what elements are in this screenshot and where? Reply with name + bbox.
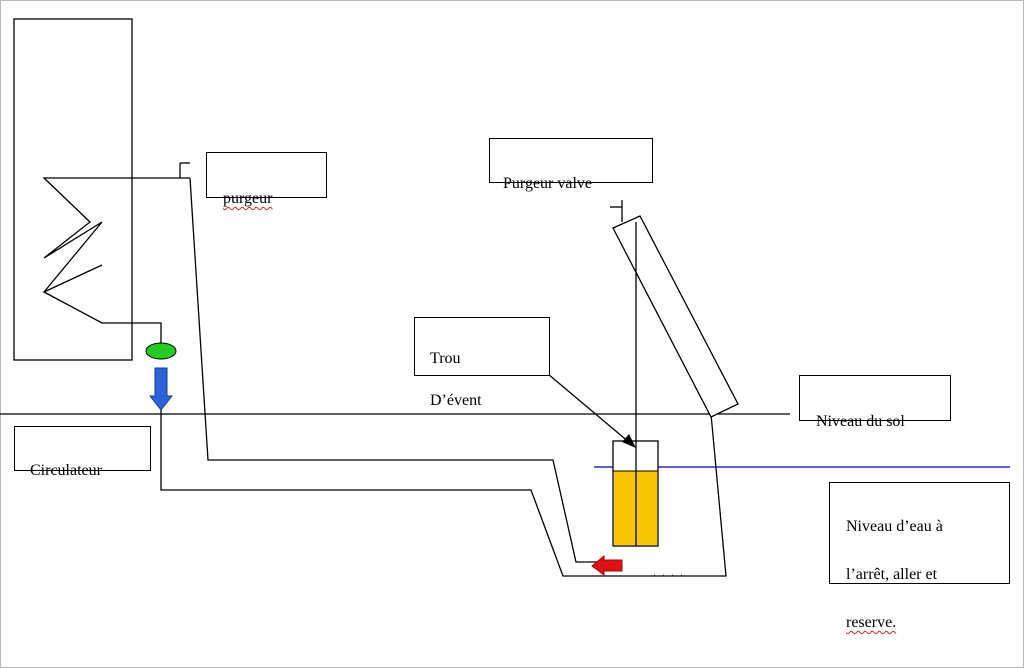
purgeur-valve-text: Purgeur valve bbox=[503, 175, 593, 192]
purgeur-text: purgeur bbox=[223, 190, 273, 207]
niveau-sol-text: Niveau du sol bbox=[816, 413, 905, 430]
heat-exchanger-coil bbox=[42, 177, 190, 344]
trou-text-line2: D’évent bbox=[430, 392, 482, 409]
flow-arrow-left-icon bbox=[591, 554, 623, 576]
trou-pointer-line bbox=[547, 373, 631, 444]
purgeur-label: purgeur bbox=[206, 152, 327, 207]
niveau-eau-label: Niveau d’eau à l’arrêt, aller et reserve… bbox=[829, 482, 1010, 631]
purgeur-valve-label: Purgeur valve bbox=[489, 138, 653, 192]
niveau-eau-text-line2: l’arrêt, aller et bbox=[846, 566, 938, 583]
flow-arrow-down-icon bbox=[148, 367, 174, 411]
trou-pointer-arrowhead bbox=[622, 434, 636, 448]
tilted-collector-tube bbox=[612, 215, 739, 418]
return-pipe bbox=[189, 177, 604, 563]
trou-text-line1: Trou bbox=[430, 350, 461, 367]
circulator-pump bbox=[145, 342, 177, 360]
circulateur-label: Circulateur bbox=[14, 426, 151, 479]
collector-box bbox=[13, 18, 133, 361]
supply-pipe bbox=[160, 396, 727, 577]
niveau-eau-text-line1: Niveau d’eau à bbox=[846, 518, 943, 535]
circulateur-text: Circulateur bbox=[30, 462, 102, 479]
niveau-sol-label: Niveau du sol bbox=[799, 375, 951, 430]
niveau-eau-text-line3: reserve. bbox=[846, 614, 897, 631]
trou-devent-label: Trou D’évent bbox=[414, 317, 550, 409]
